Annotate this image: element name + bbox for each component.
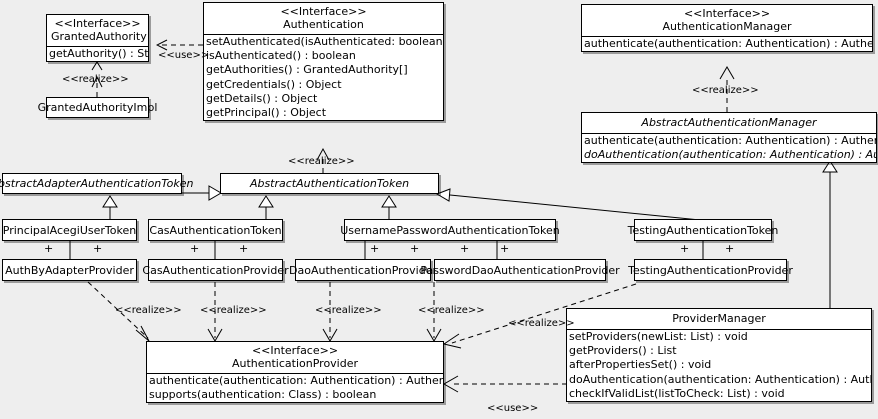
relationship-label-realize-cas-provider: <<realize>> [200, 305, 267, 316]
operation: doAuthentication(authentication: Authent… [584, 148, 876, 162]
multiplicity-marker: + [239, 242, 249, 255]
class-name: GrantedAuthority [51, 30, 147, 43]
class-name: GrantedAuthorityImpl [37, 101, 158, 114]
class-testing-authentication-provider[interactable]: TestingAuthenticationProvider [628, 259, 793, 281]
class-cas-authentication-provider[interactable]: CasAuthenticationProvider [142, 259, 289, 281]
class-testing-authentication-token[interactable]: TestingAuthenticationToken [627, 219, 779, 241]
class-auth-by-adapter-provider[interactable]: AuthByAdapterProvider [2, 259, 137, 281]
class-header: <<Interface>> AuthenticationProvider [147, 342, 443, 373]
multiplicity-marker: + [500, 242, 510, 255]
operations-compartment: getAuthority() : String [47, 46, 148, 61]
operation: isAuthenticated() : boolean [206, 49, 356, 63]
class-granted-authority[interactable]: <<Interface>> GrantedAuthority getAuthor… [46, 14, 149, 63]
class-name: TestingAuthenticationToken [627, 223, 779, 237]
relationship-label-realize-auth-manager: <<realize>> [692, 85, 759, 96]
multiplicity-marker: + [725, 242, 735, 255]
multiplicity-marker: + [93, 242, 103, 255]
class-header: AbstractAuthenticationManager [582, 113, 876, 133]
relationship-label-realize-auth-by-adapter: <<realize>> [115, 305, 182, 316]
operation: getProviders() : List [569, 344, 677, 358]
operation: getAuthorities() : GrantedAuthority[] [206, 63, 408, 77]
class-authentication-manager[interactable]: <<Interface>> AuthenticationManager auth… [581, 4, 873, 53]
multiplicity-marker: + [460, 242, 470, 255]
relationship-label-use-provider-manager: <<use>> [487, 403, 539, 414]
relationship-label-realize-dao-provider: <<realize>> [315, 305, 382, 316]
relationship-label-realize-password-dao-provider: <<realize>> [418, 305, 485, 316]
class-dao-authentication-provider[interactable]: DaoAuthenticationProvider [289, 259, 437, 281]
operation: authenticate(authentication: Authenticat… [584, 134, 876, 147]
relationship-label-use-granted-authority: <<use>> [158, 50, 210, 61]
class-username-password-authentication-token[interactable]: UsernamePasswordAuthenticationToken [340, 219, 560, 241]
class-header: <<Interface>> AuthenticationManager [582, 5, 872, 36]
class-name: CasAuthenticationProvider [142, 263, 289, 277]
operations-compartment: setAuthenticated(isAuthenticated: boolea… [204, 34, 443, 120]
operation: getCredentials() : Object [206, 77, 342, 91]
class-cas-authentication-token[interactable]: CasAuthenticationToken [148, 219, 283, 241]
stereotype-label: <<Interface>> [683, 7, 771, 20]
class-principal-acegi-user-token[interactable]: PrincipalAcegiUserToken [2, 219, 137, 241]
class-header: <<Interface>> Authentication [204, 3, 443, 34]
multiplicity-marker: + [190, 242, 200, 255]
class-name: CasAuthenticationToken [149, 223, 282, 237]
operation: authenticate(authentication: Authenticat… [149, 374, 443, 387]
relationship-label-realize-abstract-auth-token: <<realize>> [288, 156, 355, 167]
multiplicity-marker: + [370, 242, 380, 255]
stereotype-label: <<Interface>> [251, 344, 339, 357]
operation: doAuthentication(authentication: Authent… [569, 372, 871, 386]
class-name: PasswordDaoAuthenticationProvider [420, 263, 620, 277]
operation: supports(authentication: Class) : boolea… [149, 388, 377, 402]
multiplicity-marker: + [44, 242, 54, 255]
class-name: PrincipalAcegiUserToken [2, 223, 137, 237]
class-name: UsernamePasswordAuthenticationToken [340, 223, 560, 237]
operations-compartment: authenticate(authentication: Authenticat… [582, 36, 872, 51]
class-granted-authority-impl[interactable]: GrantedAuthorityImpl [37, 97, 158, 118]
class-abstract-authentication-token[interactable]: AbstractAuthenticationToken [220, 173, 439, 194]
operations-compartment: authenticate(authentication: Authenticat… [147, 373, 443, 402]
relationship-label-realize-testing-provider: <<realize>> [508, 318, 575, 329]
operation: afterPropertiesSet() : void [569, 358, 712, 372]
class-name: AbstractAuthenticationToken [249, 177, 410, 190]
operation: authenticate(authentication: Authenticat… [584, 37, 872, 50]
class-name: ProviderManager [672, 312, 766, 325]
operation: setProviders(newList: List) : void [569, 330, 748, 343]
operation: getPrincipal() : Object [206, 106, 327, 120]
relationship-label-realize-granted-authority-impl: <<realize>> [62, 74, 129, 85]
class-name: AuthenticationManager [662, 20, 792, 33]
class-abstract-adapter-authentication-token[interactable]: AbstractAdapterAuthenticationToken [0, 173, 194, 194]
class-authentication[interactable]: <<Interface>> Authentication setAuthenti… [203, 2, 444, 122]
operations-compartment: setProviders(newList: List) : void getPr… [567, 329, 871, 401]
multiplicity-marker: + [410, 242, 420, 255]
operation: setAuthenticated(isAuthenticated: boolea… [206, 35, 443, 48]
class-authentication-provider[interactable]: <<Interface>> AuthenticationProvider aut… [146, 341, 444, 404]
class-name: AuthenticationProvider [231, 357, 359, 370]
class-header: <<Interface>> GrantedAuthority [47, 15, 148, 46]
class-provider-manager[interactable]: ProviderManager setProviders(newList: Li… [566, 308, 872, 403]
stereotype-label: <<Interface>> [280, 5, 367, 18]
operations-compartment: authenticate(authentication: Authenticat… [582, 133, 876, 162]
operation: getDetails() : Object [206, 91, 318, 105]
stereotype-label: <<Interface>> [54, 17, 141, 30]
class-name: AuthByAdapterProvider [5, 263, 134, 277]
multiplicity-marker: + [680, 242, 690, 255]
operation: getAuthority() : String [49, 47, 148, 60]
class-name: AbstractAdapterAuthenticationToken [0, 177, 194, 190]
class-abstract-authentication-manager[interactable]: AbstractAuthenticationManager authentica… [581, 112, 877, 164]
class-name: Authentication [283, 18, 364, 31]
operation: checkIfValidList(listToCheck: List) : vo… [569, 386, 785, 400]
class-name: TestingAuthenticationProvider [628, 263, 793, 277]
class-name: DaoAuthenticationProvider [289, 263, 437, 277]
class-password-dao-authentication-provider[interactable]: PasswordDaoAuthenticationProvider [420, 259, 620, 281]
class-header: ProviderManager [567, 309, 871, 329]
class-name: AbstractAuthenticationManager [641, 116, 817, 129]
